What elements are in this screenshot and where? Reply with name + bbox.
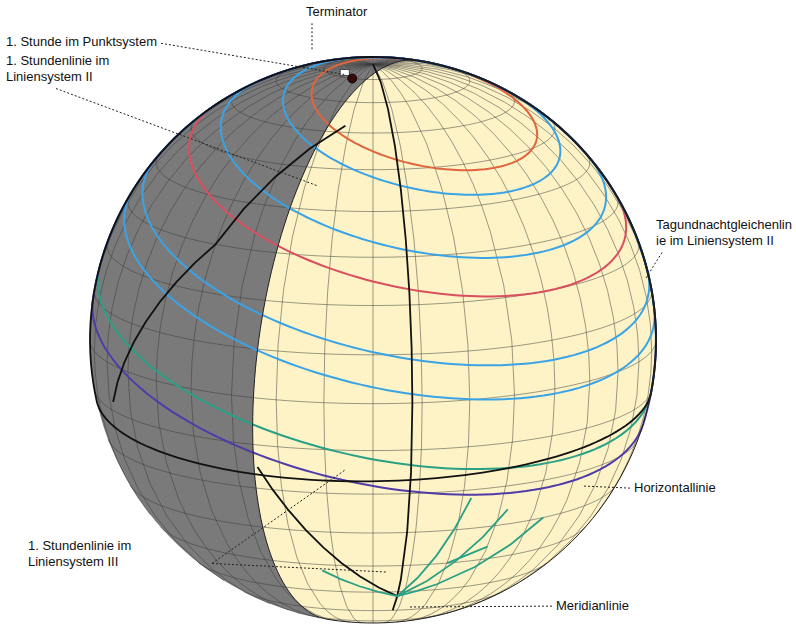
hour-line xyxy=(257,467,397,596)
graticule xyxy=(90,57,656,623)
hour-line xyxy=(397,509,508,596)
hour-line xyxy=(322,570,397,596)
leader-line xyxy=(161,43,344,74)
hour-point xyxy=(348,74,357,83)
callout-label: Terminator xyxy=(306,4,367,20)
line-system-circle xyxy=(312,58,538,170)
marker xyxy=(340,69,349,75)
line-system-circle xyxy=(283,57,560,195)
meridian-line xyxy=(373,64,412,610)
leader-line xyxy=(312,23,313,50)
callout-label: Meridianlinie xyxy=(556,598,629,614)
line-system-circle xyxy=(124,57,654,400)
callout-label: Tagundnachtgleichenlinie im Liniensystem… xyxy=(656,217,792,250)
callout-label: 1. Stundenlinie im Liniensystem II xyxy=(6,53,181,86)
line-system-circle xyxy=(98,57,656,469)
leader-line xyxy=(212,564,386,573)
callout-label: 1. Stundenlinie im Liniensystem III xyxy=(28,538,208,571)
terminator-line xyxy=(253,60,656,623)
hour-line xyxy=(397,498,471,596)
callout-label: Horizontallinie xyxy=(634,480,716,496)
leader-line xyxy=(56,89,318,187)
leader-line xyxy=(212,470,345,564)
line-system-circle xyxy=(221,57,606,258)
line-system-circle xyxy=(92,57,656,495)
night-side xyxy=(90,57,656,623)
leader-line xyxy=(646,253,662,279)
hour-line xyxy=(447,547,487,563)
leader-line xyxy=(582,486,630,488)
hour-line xyxy=(113,126,345,402)
callout-label: 1. Stunde im Punktsystem xyxy=(6,34,157,50)
horizontal-line xyxy=(90,57,656,481)
hour-line xyxy=(397,518,543,597)
leader-line xyxy=(408,606,552,608)
